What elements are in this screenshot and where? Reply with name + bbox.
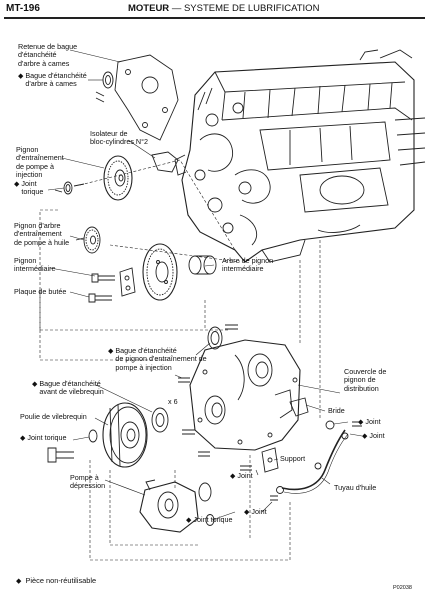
label-camshaft-oil-seal: ◆Bague d'étanchéité d'arbre à cames (18, 71, 87, 89)
non-reusable-icon: ◆ (108, 348, 114, 355)
label-o-ring-1: ◆Joint torique (14, 179, 44, 197)
label-support: Support (280, 454, 306, 463)
thrust-plate-drawing (88, 267, 136, 303)
section-subtitle: SYSTEME DE LUBRIFICATION (183, 3, 320, 14)
label-injection-pump-drive-gear: Pignon d'entraînement de pompe à injecti… (16, 145, 64, 180)
camshaft-oil-seal-drawing (95, 71, 114, 103)
label-bolt-count: x 6 (168, 397, 178, 406)
non-reusable-icon: ◆ (16, 578, 22, 585)
label-text: Bague d'étanchéité d'arbre à cames (25, 71, 87, 89)
non-reusable-icon: ◆ (244, 509, 250, 516)
cylinder-block-insulator-drawing (151, 151, 179, 173)
camshaft-seal-retainer-drawing (114, 54, 179, 141)
leader-lines (47, 49, 363, 521)
label-text: Arbre de pignon intermédiaire (222, 256, 274, 274)
legend-footnote: ◆ Pièce non-réutilisable (16, 576, 96, 585)
title-separator: — (171, 3, 182, 14)
label-crankshaft-front-seal: ◆Bague d'étanchéité avant de vilebrequin (32, 379, 104, 397)
label-o-ring-2: ◆Joint torique (20, 433, 67, 443)
label-text: Joint torique (27, 433, 67, 442)
non-reusable-icon: ◆ (20, 435, 26, 442)
o-ring-1-drawing (54, 181, 85, 195)
label-gasket-low: ◆Joint (244, 507, 267, 517)
label-crankshaft-pulley: Poulie de vilebrequin (20, 412, 87, 421)
label-text: Pompe à dépression (70, 473, 106, 491)
idler-gear-drawing (142, 243, 178, 301)
label-text: Joint (365, 417, 381, 426)
non-reusable-icon: ◆ (32, 381, 38, 388)
label-cylinder-block-insulator: Isolateur de bloc-cylindres N°2 (90, 129, 148, 147)
label-text: Retenue de bague d'étanchéité d'arbre à … (18, 42, 78, 68)
alignment-dashed-lines (39, 159, 321, 561)
non-reusable-icon: ◆ (362, 433, 368, 440)
label-gasket-right-2: ◆Joint (362, 431, 385, 441)
o-ring-3-drawing (205, 514, 215, 526)
label-thrust-plate: Plaque de butée (14, 287, 67, 296)
label-text: Poulie de vilebrequin (20, 412, 87, 421)
engine-block-drawing (174, 49, 426, 263)
pulley-bolt-drawing (47, 447, 74, 463)
label-text: Joint torique (21, 179, 44, 197)
label-text: Bague d'étanchéité avant de vilebrequin (39, 379, 104, 397)
non-reusable-icon: ◆ (186, 517, 192, 524)
label-vacuum-pump: Pompe à dépression (70, 473, 106, 491)
label-text: Couvercle de pignon de distribution (344, 367, 387, 393)
injection-pump-drive-gear-drawing (103, 155, 133, 201)
page-header: MT-196 MOTEUR — SYSTEME DE LUBRIFICATION (0, 0, 429, 20)
label-text: Pignon d'arbre d'entraînement de pompe à… (14, 221, 70, 247)
label-text: Bride (328, 406, 345, 415)
non-reusable-icon: ◆ (230, 473, 236, 480)
injection-pump-gear-seal-drawing (207, 326, 223, 350)
support-drawing (261, 447, 279, 473)
oil-pump-drive-shaft-gear-drawing (75, 226, 101, 254)
crankshaft-pulley-drawing (102, 402, 148, 468)
vacuum-pump-drawing (139, 479, 212, 533)
page-number: MT-196 (6, 3, 40, 14)
footnote-text: Pièce non-réutilisable (25, 576, 97, 585)
label-o-ring-3: ◆Joint torique (186, 515, 233, 525)
label-timing-gear-cover: Couvercle de pignon de distribution (344, 367, 387, 393)
label-idler-gear: Pignon intermédiaire (14, 256, 56, 274)
label-text: Joint (251, 507, 267, 516)
label-text: Plaque de butée (14, 287, 67, 296)
figure-code: P02038 (393, 585, 412, 591)
label-text: Isolateur de bloc-cylindres N°2 (90, 129, 148, 147)
non-reusable-icon: ◆ (18, 73, 24, 80)
label-oil-pipe: Tuyau d'huile (334, 483, 377, 492)
label-text: Pignon intermédiaire (14, 256, 56, 274)
page-title: MOTEUR — SYSTEME DE LUBRIFICATION (128, 3, 319, 14)
label-oil-pump-drive-shaft-gear: Pignon d'arbre d'entraînement de pompe à… (14, 221, 70, 247)
header-rule (4, 17, 425, 19)
label-text: Joint (237, 471, 253, 480)
label-gasket-right-1: ◆Joint (358, 417, 381, 427)
oil-pipe-drawing (270, 420, 362, 501)
timing-gear-cover-drawing (189, 339, 301, 451)
non-reusable-icon: ◆ (358, 419, 364, 426)
label-injection-pump-gear-seal: ◆Bague d'étanchéité de pignon d'entraîne… (108, 346, 207, 372)
label-text: Tuyau d'huile (334, 483, 377, 492)
label-text: Joint torique (193, 515, 233, 524)
label-text: Pignon d'entraînement de pompe à injecti… (16, 145, 64, 180)
label-bracket: Bride (328, 406, 345, 415)
bracket-drawing (289, 397, 309, 417)
label-text: x 6 (168, 397, 178, 406)
o-ring-2-drawing (88, 429, 98, 443)
section-name: MOTEUR (128, 3, 170, 14)
label-text: Support (280, 454, 306, 463)
label-text: Bague d'étanchéité de pignon d'entraînem… (115, 346, 207, 372)
crankshaft-front-seal-drawing (151, 407, 169, 433)
label-text: Joint (369, 431, 385, 440)
label-camshaft-seal-retainer: Retenue de bague d'étanchéité d'arbre à … (18, 42, 78, 68)
label-idler-gear-shaft: Arbre de pignon intermédiaire (222, 256, 274, 274)
label-gasket-mid: ◆Joint (230, 471, 253, 481)
non-reusable-icon: ◆ (14, 181, 20, 188)
